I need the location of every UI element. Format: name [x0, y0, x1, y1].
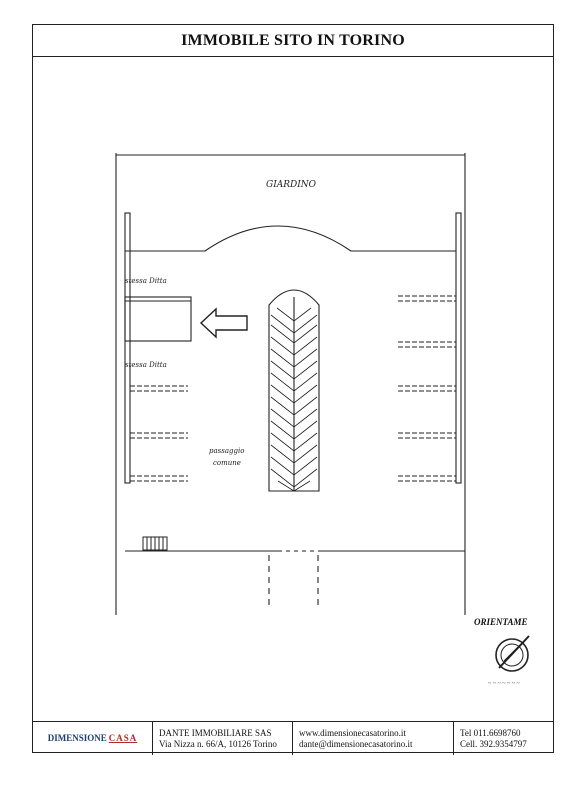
- company-name: DANTE IMMOBILIARE SAS: [159, 727, 272, 738]
- footer-web-cell: www.dimensionecasatorino.it dante@dimens…: [293, 722, 454, 755]
- document-title: IMMOBILE SITO IN TORINO: [33, 25, 553, 57]
- email-link[interactable]: dante@dimensionecasatorino.it: [299, 738, 413, 749]
- stairs-icon: [142, 536, 168, 551]
- document-sheet: IMMOBILE SITO IN TORINO: [32, 24, 554, 755]
- compass-icon: [495, 635, 530, 672]
- footer: DIMENSIONE CASA DANTE IMMOBILIARE SAS Vi…: [33, 721, 553, 755]
- logo-prefix: DIMENSIONE: [47, 733, 107, 743]
- footer-company-cell: DANTE IMMOBILIARE SAS Via Nizza n. 66/A,…: [153, 722, 293, 755]
- arched-wall: [125, 225, 456, 252]
- label-stessa-ditta-bottom: stessa Ditta: [125, 361, 167, 369]
- label-comune: comune: [213, 459, 241, 467]
- cellphone: Cell. 392.9354797: [460, 738, 527, 749]
- floor-plan: GIARDINO stessa Ditta stessa Ditta passa…: [115, 153, 530, 687]
- left-unit: [124, 296, 192, 342]
- label-giardino: GIARDINO: [266, 180, 317, 190]
- planter-hatching: [270, 307, 318, 492]
- telephone: Tel 011.6698760: [460, 727, 521, 738]
- company-address: Via Nizza n. 66/A, 10126 Torino: [159, 738, 277, 749]
- logo-suffix: CASA: [108, 733, 138, 743]
- compass-text-fragment: ~ ~ ~ ~ ~ ~ ~: [488, 681, 520, 687]
- website-link[interactable]: www.dimensionecasatorino.it: [299, 727, 406, 738]
- label-stessa-ditta-top: stessa Ditta: [125, 277, 167, 285]
- right-building-wall: [455, 212, 462, 484]
- left-building-wall: [124, 212, 131, 484]
- footer-phone-cell: Tel 011.6698760 Cell. 392.9354797: [454, 722, 553, 755]
- central-planter: [268, 289, 320, 492]
- orientation-label: ORIENTAME: [474, 617, 528, 627]
- company-logo: DIMENSIONE CASA: [33, 722, 153, 755]
- label-passaggio: passaggio: [209, 447, 244, 455]
- left-arrow-icon: [199, 307, 248, 339]
